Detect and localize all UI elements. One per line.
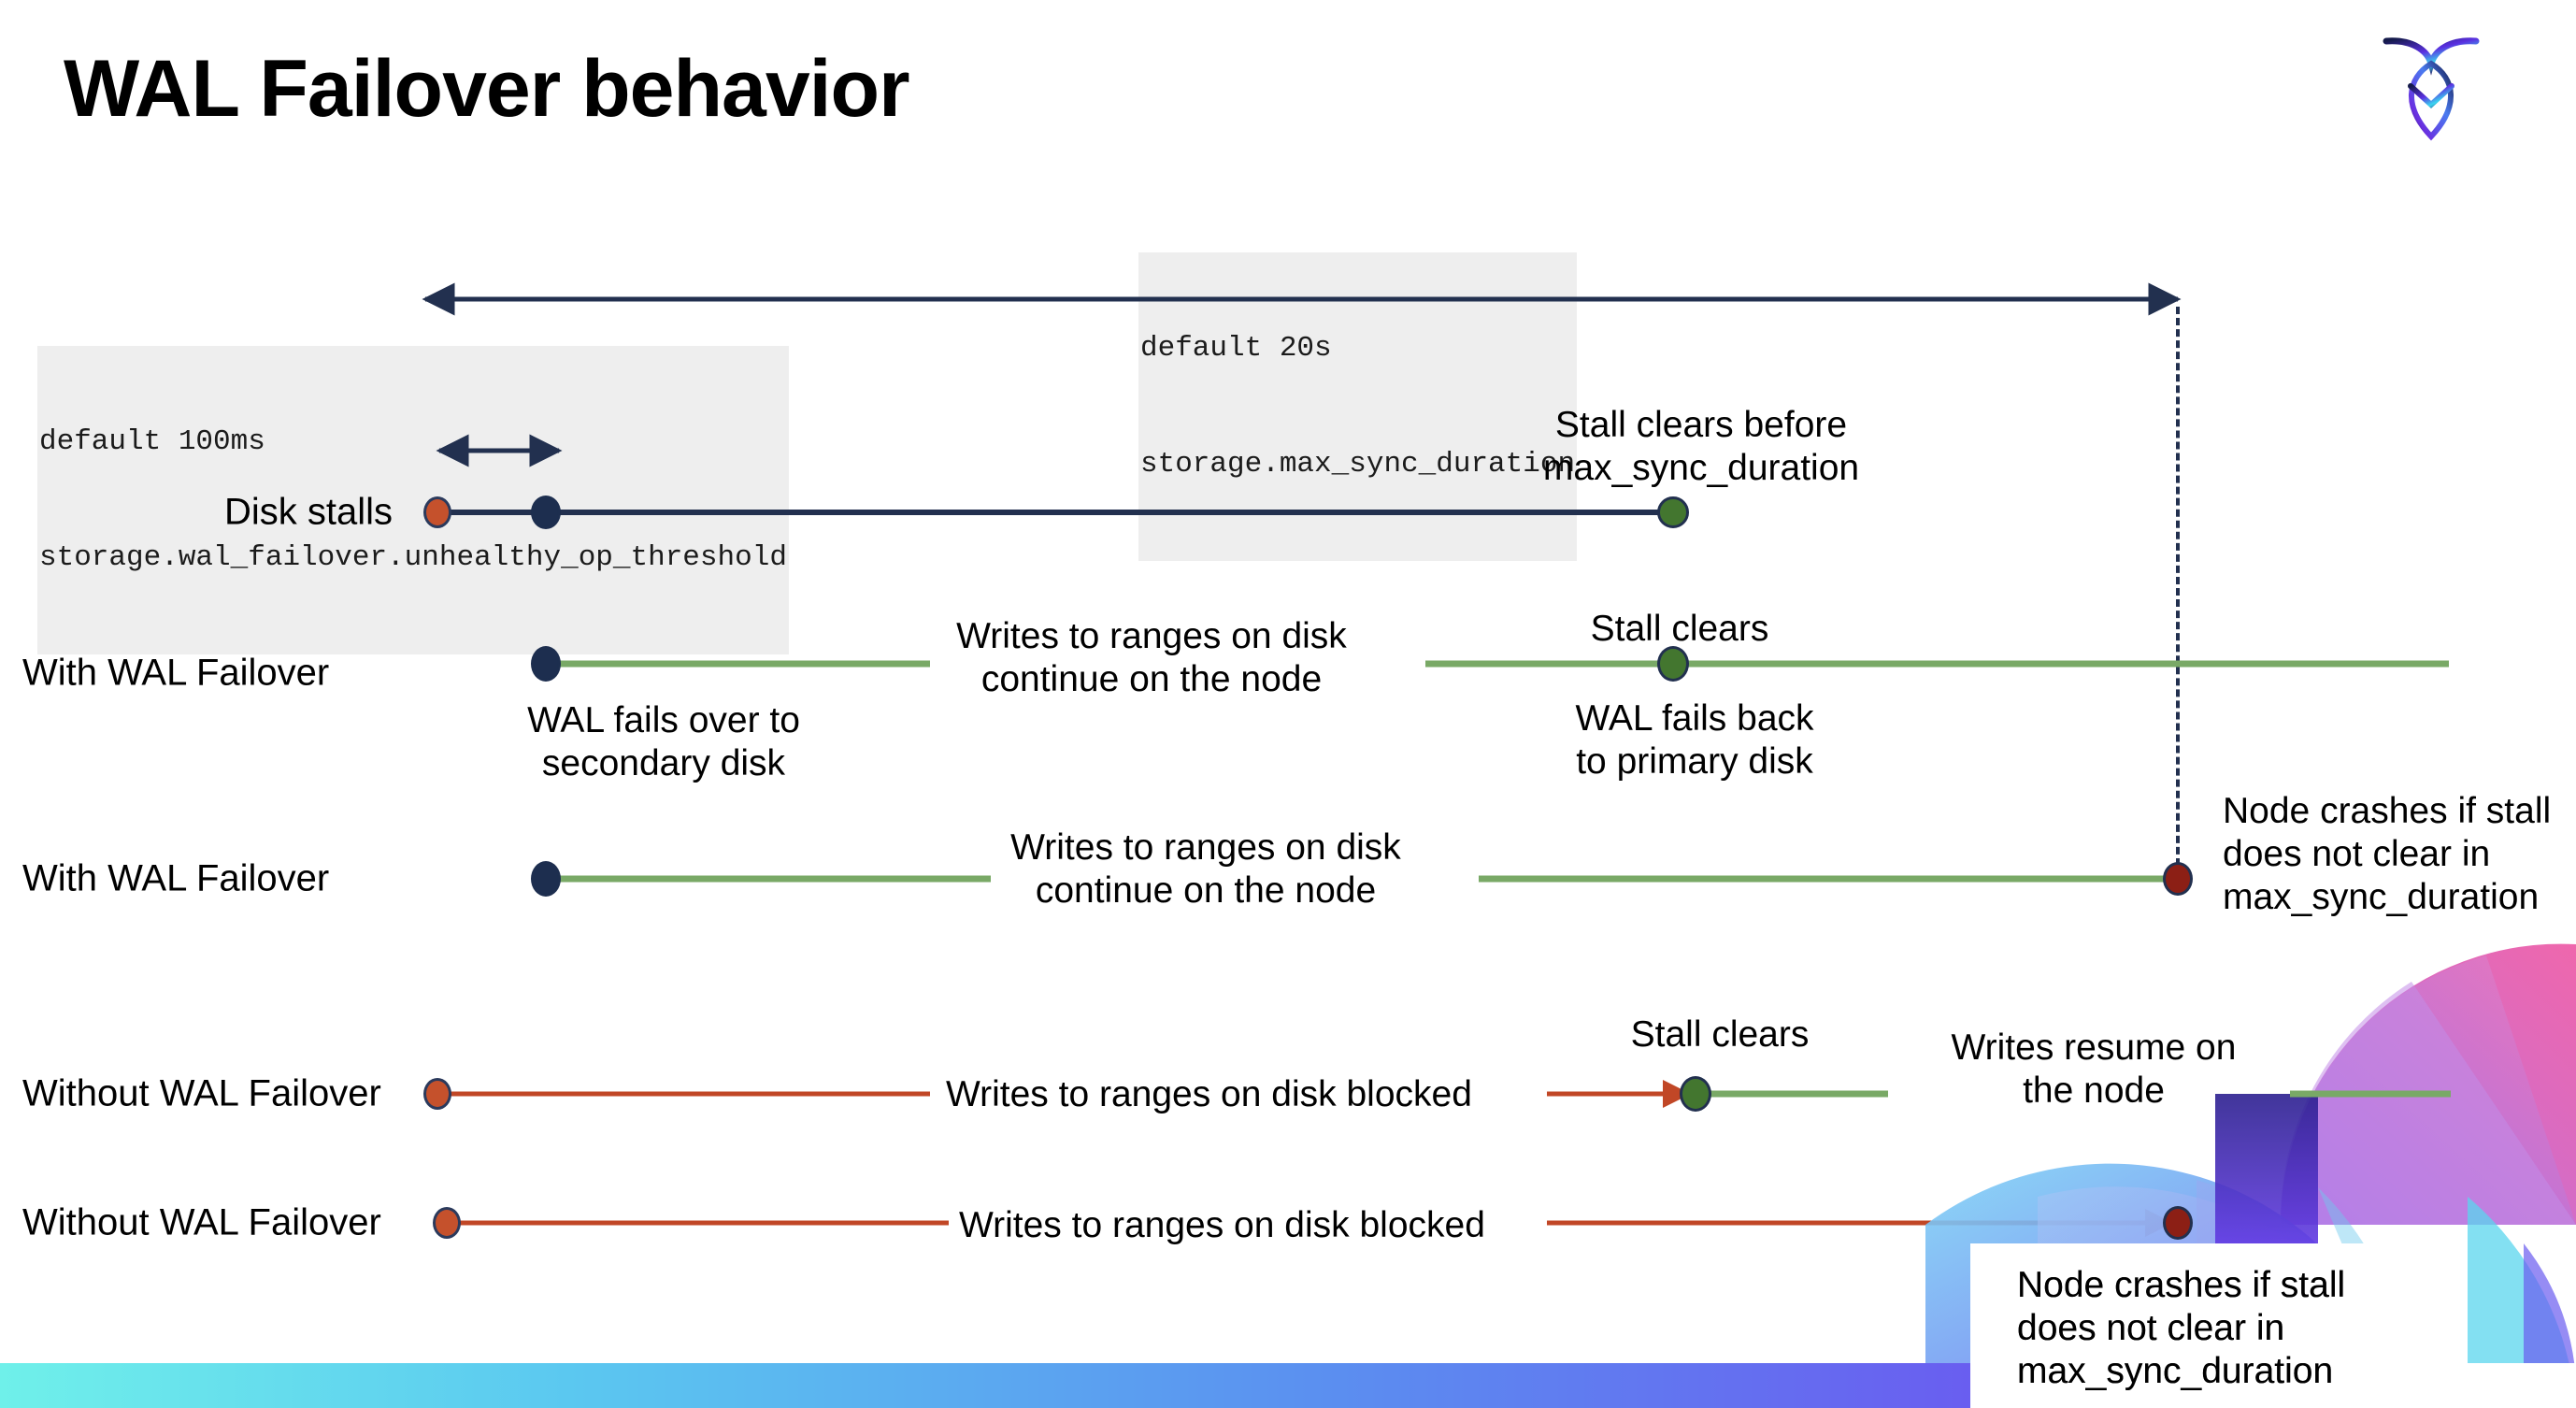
wal-failover-start-marker-1 xyxy=(531,646,561,682)
max-sync-setting-label: storage.max_sync_duration xyxy=(1140,445,1576,484)
row-label-disk-stalls: Disk stalls xyxy=(224,491,394,533)
note-writes-continue-1: Writes to ranges on disk continue on the… xyxy=(956,616,1347,700)
with-failover-2-segment-b xyxy=(1479,875,2178,883)
without-failover-stall-clears-1 xyxy=(1680,1076,1711,1112)
row-label-with-failover-1: With WAL Failover xyxy=(22,652,330,694)
unhealthy-op-threshold-chip: default 100ms storage.wal_failover.unhea… xyxy=(37,346,789,654)
node-crash-marker-1 xyxy=(2163,862,2193,896)
node-crash-marker-2 xyxy=(2163,1206,2193,1240)
crash-deadline-dashed-line xyxy=(2176,307,2180,877)
bottom-gradient-bar-mask xyxy=(1970,1363,2576,1408)
disk-stall-start-marker xyxy=(423,496,451,528)
max-sync-default-label: default 20s xyxy=(1140,329,1332,368)
row-label-with-failover-2: With WAL Failover xyxy=(22,857,330,899)
with-failover-2-segment-a xyxy=(546,875,991,883)
without-failover-stall-start-1 xyxy=(423,1078,451,1110)
wal-stall-clears-marker-1 xyxy=(1657,646,1689,682)
note-stall-clears-before: Stall clears before max_sync_duration xyxy=(1542,405,1860,489)
with-failover-1-segment-b xyxy=(1425,660,2449,668)
note-node-crashes-2-top: Node crashes if stall does not clear in … xyxy=(2017,1265,2346,1392)
without-failover-1-segment-green-tail xyxy=(2290,1090,2451,1098)
row-label-without-failover-2: Without WAL Failover xyxy=(22,1201,381,1243)
note-wal-fails-back: WAL fails back to primary disk xyxy=(1575,698,1814,783)
with-failover-1-segment-a xyxy=(546,660,930,668)
note-wal-fails-over: WAL fails over to secondary disk xyxy=(527,700,800,784)
disk-stall-threshold-marker xyxy=(531,496,561,529)
wal-failover-start-marker-2 xyxy=(531,861,561,897)
note-node-crashes-1: Node crashes if stall does not clear in … xyxy=(2223,791,2552,918)
without-failover-2-segment-a xyxy=(447,1220,949,1226)
note-stall-clears-2: Stall clears xyxy=(1630,1014,1810,1055)
page-title: WAL Failover behavior xyxy=(64,44,910,134)
unhealthy-setting-label: storage.wal_failover.unhealthy_op_thresh… xyxy=(39,539,787,578)
without-failover-stall-start-2 xyxy=(433,1207,461,1239)
row-label-without-failover-1: Without WAL Failover xyxy=(22,1072,381,1114)
note-node-crashes-2: Node crashes if stall does not clear in … xyxy=(2017,1265,2346,1392)
without-failover-1-segment-a xyxy=(437,1091,930,1097)
cockroachdb-logo-icon xyxy=(2379,26,2483,146)
note-writes-continue-2: Writes to ranges on disk continue on the… xyxy=(1010,827,1401,912)
note-writes-blocked-1: Writes to ranges on disk blocked xyxy=(946,1074,1472,1114)
unhealthy-default-label: default 100ms xyxy=(39,423,265,462)
disk-stalls-segment xyxy=(437,510,1673,515)
note-writes-blocked-2: Writes to ranges on disk blocked xyxy=(959,1205,1485,1245)
note-stall-clears-1: Stall clears xyxy=(1590,609,1769,649)
without-failover-1-segment-green xyxy=(1696,1090,1888,1098)
note-writes-resume: Writes resume on the node xyxy=(1951,1027,2237,1112)
disk-stall-clears-marker xyxy=(1657,496,1689,528)
